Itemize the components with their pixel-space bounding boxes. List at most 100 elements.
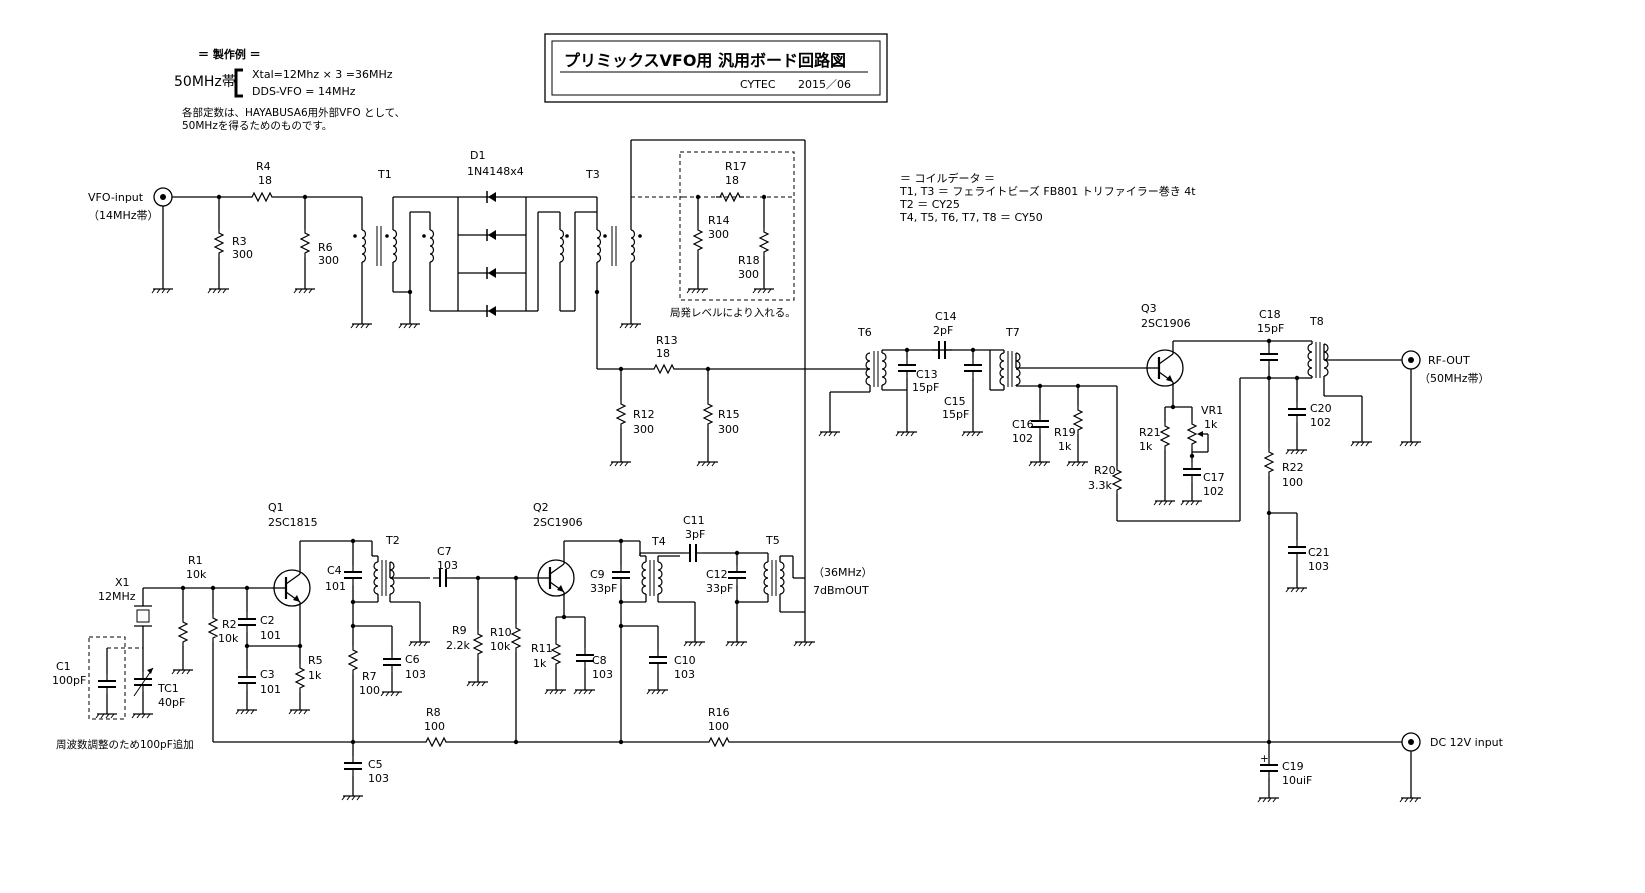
r12-ref: R12: [633, 408, 655, 421]
r16-value: 100: [708, 720, 729, 733]
c20-value: 102: [1310, 416, 1331, 429]
example-heading: ＝ 製作例 ＝: [198, 47, 261, 61]
c5-value: 103: [368, 772, 389, 785]
c16-ref: C16: [1012, 418, 1034, 431]
title-block: プリミックスVFO用 汎用ボード回路図 CYTEC 2015／06: [544, 33, 888, 103]
osc-out-freq: （36MHz）: [813, 566, 873, 579]
r15-value: 300: [718, 423, 739, 436]
r22-value: 100: [1282, 476, 1303, 489]
coil-heading: ＝ コイルデータ ＝: [900, 171, 995, 185]
c17-value: 102: [1203, 485, 1224, 498]
t2-ref: T2: [385, 534, 400, 547]
coil-line2: T2 ＝ CY25: [899, 198, 960, 211]
vr1-value: 1k: [1204, 418, 1218, 431]
r9-value: 2.2k: [446, 639, 470, 652]
example-note: ＝ 製作例 ＝ 50MHz帯 Xtal=12Mhz × 3 =36MHz DDS…: [174, 47, 405, 132]
c14-ref: C14: [935, 310, 957, 323]
c11-value: 3pF: [685, 528, 705, 541]
q1-ref: Q1: [268, 501, 284, 514]
r21-value: 1k: [1139, 440, 1153, 453]
r22-ref: R22: [1282, 461, 1304, 474]
r14-value: 300: [708, 228, 729, 241]
c8-value: 103: [592, 668, 613, 681]
output-amp-section: T6 C13 15pF C14 2pF C15 15pF T7 C16 102 …: [818, 302, 1504, 803]
d1-ref: D1: [470, 149, 485, 162]
r1-value: 10k: [186, 568, 207, 581]
rf-out-band: （50MHz帯）: [1419, 372, 1490, 385]
coil-data: ＝ コイルデータ ＝ T1, T3 ＝ フェライトビーズ FB801 トリファイ…: [899, 171, 1196, 224]
r7-ref: R7: [362, 670, 377, 683]
dc-input-jack: [1401, 732, 1421, 752]
r4-ref: R4: [256, 160, 271, 173]
vfo-input-label: VFO-input: [88, 191, 144, 204]
c12-value: 33pF: [706, 582, 733, 595]
example-note2: 50MHzを得るためのものです。: [182, 120, 332, 132]
example-band: 50MHz帯: [174, 74, 236, 90]
r10-value: 10k: [490, 640, 511, 653]
c8-ref: C8: [592, 654, 607, 667]
c5-ref: C5: [368, 758, 383, 771]
r13-ref: R13: [656, 334, 678, 347]
oscillator-section: X1 12MHz C1 100pF 周波数調整のため100pF追加 TC1 40…: [52, 501, 1269, 801]
c18-ref: C18: [1259, 308, 1281, 321]
title-company: CYTEC: [740, 78, 776, 91]
mixer-section: VFO-input （14MHz帯） R4 18 R3 300 R6 300 T…: [88, 139, 870, 636]
c20-ref: C20: [1310, 402, 1332, 415]
x1-value: 12MHz: [98, 590, 136, 603]
c19-ref: C19: [1282, 760, 1304, 773]
c10-value: 103: [674, 668, 695, 681]
c4-value: 101: [325, 580, 346, 593]
t8-ref: T8: [1309, 315, 1324, 328]
r15-ref: R15: [718, 408, 740, 421]
r11-value: 1k: [533, 657, 547, 670]
c2-ref: C2: [260, 614, 275, 627]
r20-value: 3.3k: [1088, 479, 1112, 492]
r5-ref: R5: [308, 654, 323, 667]
c16-value: 102: [1012, 432, 1033, 445]
t5-ref: T5: [765, 534, 780, 547]
tc1-value: 40pF: [158, 696, 185, 709]
local-level-note: 局発レベルにより入れる。: [670, 306, 796, 319]
r13-value: 18: [656, 347, 670, 360]
c13-value: 15pF: [912, 381, 939, 394]
c19-value: 10uiF: [1282, 774, 1312, 787]
q3-value: 2SC1906: [1141, 317, 1191, 330]
r11-ref: R11: [531, 642, 553, 655]
r19-ref: R19: [1054, 426, 1076, 439]
c7-value: 103: [437, 559, 458, 572]
r12-value: 300: [633, 423, 654, 436]
c3-value: 101: [260, 683, 281, 696]
r4-value: 18: [258, 174, 272, 187]
vfo-input-jack: [153, 187, 173, 207]
c7-ref: C7: [437, 545, 452, 558]
r10-ref: R10: [490, 626, 512, 639]
r7-value: 100: [359, 684, 380, 697]
vfo-input-band: （14MHz帯）: [88, 209, 159, 222]
r1-ref: R1: [188, 554, 203, 567]
q1-value: 2SC1815: [268, 516, 318, 529]
r18-ref: R18: [738, 254, 760, 267]
coil-line3: T4, T5, T6, T7, T8 ＝ CY50: [899, 211, 1043, 224]
c10-ref: C10: [674, 654, 696, 667]
t3-ref: T3: [585, 168, 600, 181]
svg-text:+: +: [1260, 753, 1269, 765]
example-note1: 各部定数は、HAYABUSA6用外部VFO として、: [182, 106, 405, 119]
r6-ref: R6: [318, 241, 333, 254]
c17-ref: C17: [1203, 471, 1225, 484]
r21-ref: R21: [1139, 426, 1161, 439]
osc-out-level: 7dBmOUT: [813, 584, 869, 597]
c21-value: 103: [1308, 560, 1329, 573]
t7-ref: T7: [1005, 326, 1020, 339]
r17-ref: R17: [725, 160, 747, 173]
title-date: 2015／06: [798, 78, 851, 91]
c2-value: 101: [260, 629, 281, 642]
t1-ref: T1: [377, 168, 392, 181]
r3-value: 300: [232, 248, 253, 261]
c15-ref: C15: [944, 395, 966, 408]
q3-ref: Q3: [1141, 302, 1157, 315]
c9-value: 33pF: [590, 582, 617, 595]
c1-value: 100pF: [52, 674, 86, 687]
c11-ref: C11: [683, 514, 705, 527]
freq-adjust-note: 周波数調整のため100pF追加: [56, 738, 194, 751]
r6-value: 300: [318, 254, 339, 267]
